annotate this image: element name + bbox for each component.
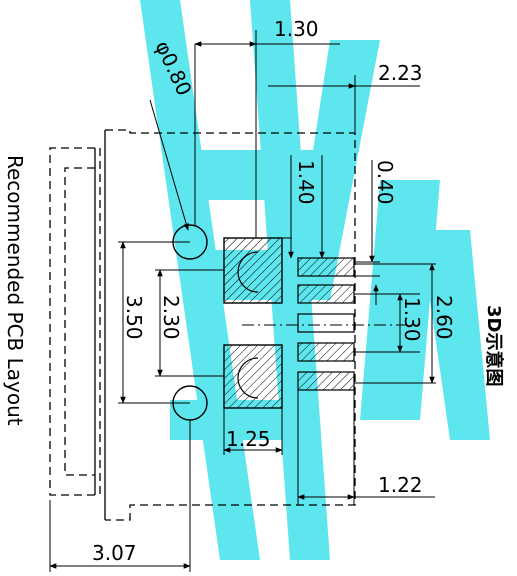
dim-0-40: 0.40: [373, 160, 397, 205]
dimension-lines: [49, 30, 436, 572]
dim-1-25: 1.25: [226, 427, 271, 451]
watermark: [140, 0, 490, 560]
dim-1-30-right: 1.30: [400, 297, 424, 342]
dim-2-23: 2.23: [378, 61, 423, 85]
dim-1-40: 1.40: [294, 160, 318, 205]
dim-2-30: 2.30: [159, 295, 183, 340]
signal-pads: [297, 257, 355, 391]
dim-1-30-top: 1.30: [274, 17, 319, 41]
dim-1-22: 1.22: [378, 473, 423, 497]
component-outline: [49, 129, 356, 521]
dim-2-60: 2.60: [432, 295, 456, 340]
large-pad-bottom: [223, 344, 283, 409]
badge-3d: 3D示意图: [483, 305, 505, 386]
dim-3-50: 3.50: [122, 295, 146, 340]
side-title: Recommended PCB Layout: [3, 155, 27, 426]
large-pad-top: [223, 237, 283, 304]
dim-3-07: 3.07: [92, 541, 137, 565]
